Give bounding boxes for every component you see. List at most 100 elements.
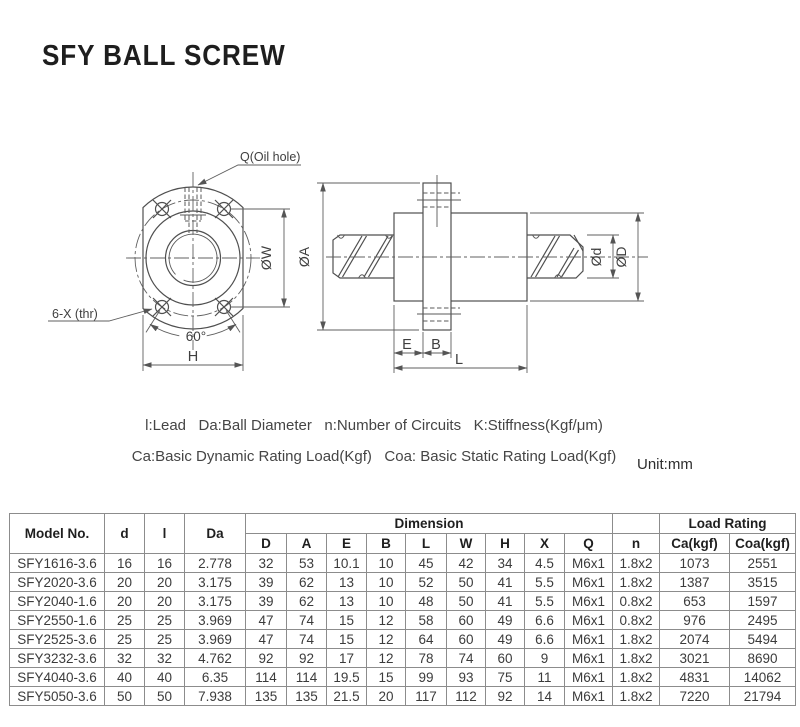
table-cell: 99 bbox=[405, 667, 447, 687]
table-cell: 7.938 bbox=[184, 686, 246, 706]
table-cell: 75 bbox=[485, 667, 525, 687]
table-cell: 32 bbox=[245, 553, 287, 573]
table-cell: 47 bbox=[245, 610, 287, 630]
table-cell: M6x1 bbox=[563, 686, 614, 706]
table-cell: 20 bbox=[104, 572, 145, 592]
col-header-load-rating: Load Rating bbox=[659, 513, 797, 534]
table-cell: 20 bbox=[144, 572, 185, 592]
col-header-model: Model No. bbox=[9, 513, 105, 554]
table-cell: 6.6 bbox=[524, 610, 565, 630]
table-cell: 1.8x2 bbox=[612, 572, 661, 592]
table-cell: 1597 bbox=[729, 591, 797, 611]
table-cell: 58 bbox=[405, 610, 447, 630]
table-cell: 1.8x2 bbox=[612, 667, 661, 687]
table-cell: 60 bbox=[485, 648, 525, 668]
table-cell: 25 bbox=[104, 629, 145, 649]
table-cell: 62 bbox=[286, 572, 327, 592]
table-cell: 74 bbox=[446, 648, 486, 668]
shaft-od-label: Ød bbox=[588, 248, 604, 267]
col-header-X: X bbox=[524, 533, 565, 554]
table-cell: 39 bbox=[245, 572, 287, 592]
table-cell: 3.175 bbox=[184, 591, 246, 611]
table-cell: 13 bbox=[326, 572, 367, 592]
table-cell: 13 bbox=[326, 591, 367, 611]
table-cell: 20 bbox=[366, 686, 406, 706]
dim-angle: 60° bbox=[145, 310, 241, 344]
table-cell: 32 bbox=[104, 648, 145, 668]
dim-flange-od: ØA bbox=[296, 182, 420, 331]
table-cell: 3021 bbox=[659, 648, 731, 668]
table-cell: SFY2550-1.6 bbox=[9, 610, 105, 630]
table-cell: 1387 bbox=[659, 572, 731, 592]
table-cell: 92 bbox=[245, 648, 287, 668]
table-cell: 10 bbox=[366, 591, 406, 611]
table-cell: 92 bbox=[485, 686, 525, 706]
table-cell: 78 bbox=[405, 648, 447, 668]
table-cell: 41 bbox=[485, 572, 525, 592]
table-cell: M6x1 bbox=[563, 648, 614, 668]
table-cell: 62 bbox=[286, 591, 327, 611]
table-cell: 25 bbox=[144, 629, 185, 649]
table-cell: 14 bbox=[524, 686, 565, 706]
col-header-d: d bbox=[104, 513, 145, 554]
table-cell: 1.8x2 bbox=[612, 553, 661, 573]
right-shaft bbox=[527, 234, 584, 279]
table-cell: 2551 bbox=[729, 553, 797, 573]
table-cell: 135 bbox=[286, 686, 327, 706]
table-cell: 48 bbox=[405, 591, 447, 611]
table-cell: 12 bbox=[366, 648, 406, 668]
header-row-1: Model No. d l Da Dimension Load Rating bbox=[9, 513, 797, 554]
table-cell: 7220 bbox=[659, 686, 731, 706]
col-header-da: Da bbox=[184, 513, 246, 554]
legend-line-1: l:Lead Da:Ball Diameter n:Number of Circ… bbox=[145, 417, 603, 434]
table-cell: 21.5 bbox=[326, 686, 367, 706]
table-cell: 1.8x2 bbox=[612, 629, 661, 649]
nut-od-label: ØD bbox=[613, 247, 629, 268]
col-header-coa: Coa(kgf) bbox=[729, 533, 797, 554]
table-cell: 19.5 bbox=[326, 667, 367, 687]
table-cell: SFY3232-3.6 bbox=[9, 648, 105, 668]
table-cell: 45 bbox=[405, 553, 447, 573]
table-cell: 50 bbox=[446, 572, 486, 592]
table-cell: SFY5050-3.6 bbox=[9, 686, 105, 706]
flange-od-label: ØA bbox=[296, 246, 312, 267]
spec-table-head: Model No. d l Da Dimension Load Rating D… bbox=[9, 513, 797, 554]
table-cell: 50 bbox=[104, 686, 145, 706]
table-cell: 2074 bbox=[659, 629, 731, 649]
table-cell: 15 bbox=[326, 610, 367, 630]
table-cell: 3515 bbox=[729, 572, 797, 592]
dim-h: H bbox=[142, 315, 244, 371]
table-cell: 2495 bbox=[729, 610, 797, 630]
table-cell: 21794 bbox=[729, 686, 797, 706]
header-row-2: D A E B L W H X Q n Ca(kgf) Coa(kgf) bbox=[10, 533, 797, 554]
table-cell: M6x1 bbox=[563, 610, 614, 630]
table-cell: 114 bbox=[286, 667, 327, 687]
unit-label: Unit:mm bbox=[637, 456, 693, 473]
col-header-n: n bbox=[612, 533, 661, 554]
table-cell: 3.969 bbox=[184, 629, 246, 649]
table-cell: 25 bbox=[104, 610, 145, 630]
table-cell: 52 bbox=[405, 572, 447, 592]
table-cell: 4831 bbox=[659, 667, 731, 687]
table-cell: 50 bbox=[144, 686, 185, 706]
table-cell: SFY2040-1.6 bbox=[9, 591, 105, 611]
table-cell: 93 bbox=[446, 667, 486, 687]
angle-label: 60° bbox=[186, 329, 206, 344]
table-cell: 5.5 bbox=[524, 572, 565, 592]
table-cell: 10.1 bbox=[326, 553, 367, 573]
table-cell: SFY4040-3.6 bbox=[9, 667, 105, 687]
dim-l: L bbox=[393, 305, 528, 373]
side-view: ØA Ød ØD E bbox=[296, 175, 648, 373]
table-cell: 6.35 bbox=[184, 667, 246, 687]
table-cell: 12 bbox=[366, 629, 406, 649]
table-cell: 25 bbox=[144, 610, 185, 630]
dim-shaft-od: Ød bbox=[587, 234, 619, 279]
table-cell: 10 bbox=[366, 553, 406, 573]
table-cell: 41 bbox=[485, 591, 525, 611]
col-header-A: A bbox=[286, 533, 327, 554]
table-cell: 11 bbox=[524, 667, 565, 687]
dim-bolt-circle: ØW bbox=[230, 208, 290, 308]
